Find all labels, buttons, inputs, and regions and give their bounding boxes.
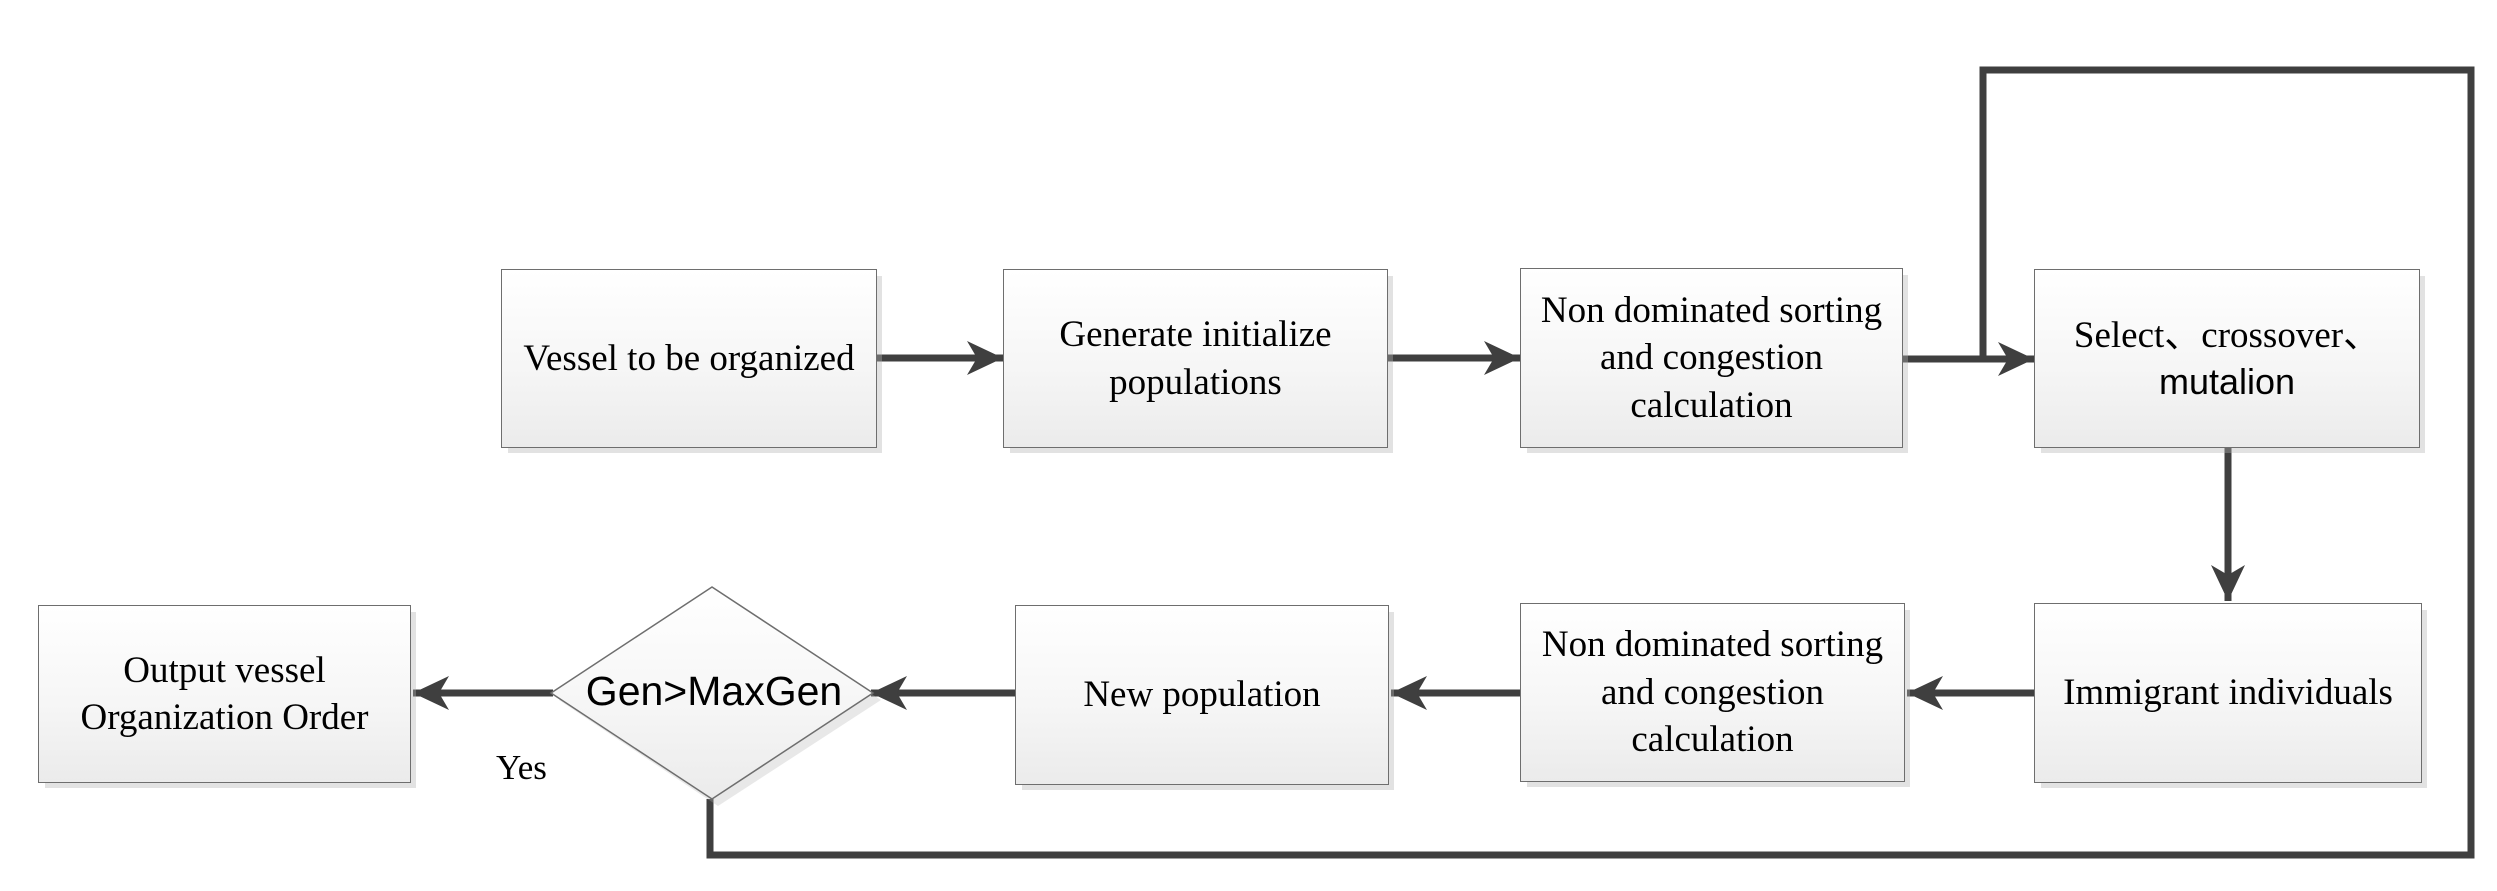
- node-label: Generate initialize populations: [1059, 314, 1332, 403]
- edge-label-yes: Yes: [496, 748, 547, 787]
- node-label: New population: [1083, 674, 1321, 716]
- node-new-population: New population: [1015, 605, 1389, 785]
- node-label-line2: mutalion: [2158, 361, 2296, 403]
- node-non-dominated-sorting-bottom: Non dominated sorting and congestion cal…: [1520, 603, 1905, 782]
- node-non-dominated-sorting-top: Non dominated sorting and congestion cal…: [1520, 268, 1903, 448]
- node-immigrant-individuals: Immigrant individuals: [2034, 603, 2422, 783]
- node-label: Output vessel Organization Order: [80, 649, 369, 738]
- decision-diamond: [549, 586, 875, 800]
- node-output-vessel-organization-order: Output vessel Organization Order: [38, 605, 411, 783]
- node-vessel-to-be-organized: Vessel to be organized: [501, 269, 877, 448]
- decision-label-gen-maxgen: Gen>MaxGen: [585, 668, 843, 714]
- node-generate-initialize-populations: Generate initialize populations: [1003, 269, 1388, 448]
- edge-loop-decision-to-select: [706, 66, 2475, 859]
- node-label-line1: Select、crossover、: [2073, 314, 2381, 356]
- node-label: Immigrant individuals: [2063, 672, 2393, 714]
- node-select-crossover-mutation: Select、crossover、 mutalion: [2034, 269, 2420, 448]
- node-label: Non dominated sorting and congestion cal…: [1541, 624, 1884, 761]
- node-label: Vessel to be organized: [523, 337, 855, 379]
- node-label: Non dominated sorting and congestion cal…: [1540, 289, 1883, 426]
